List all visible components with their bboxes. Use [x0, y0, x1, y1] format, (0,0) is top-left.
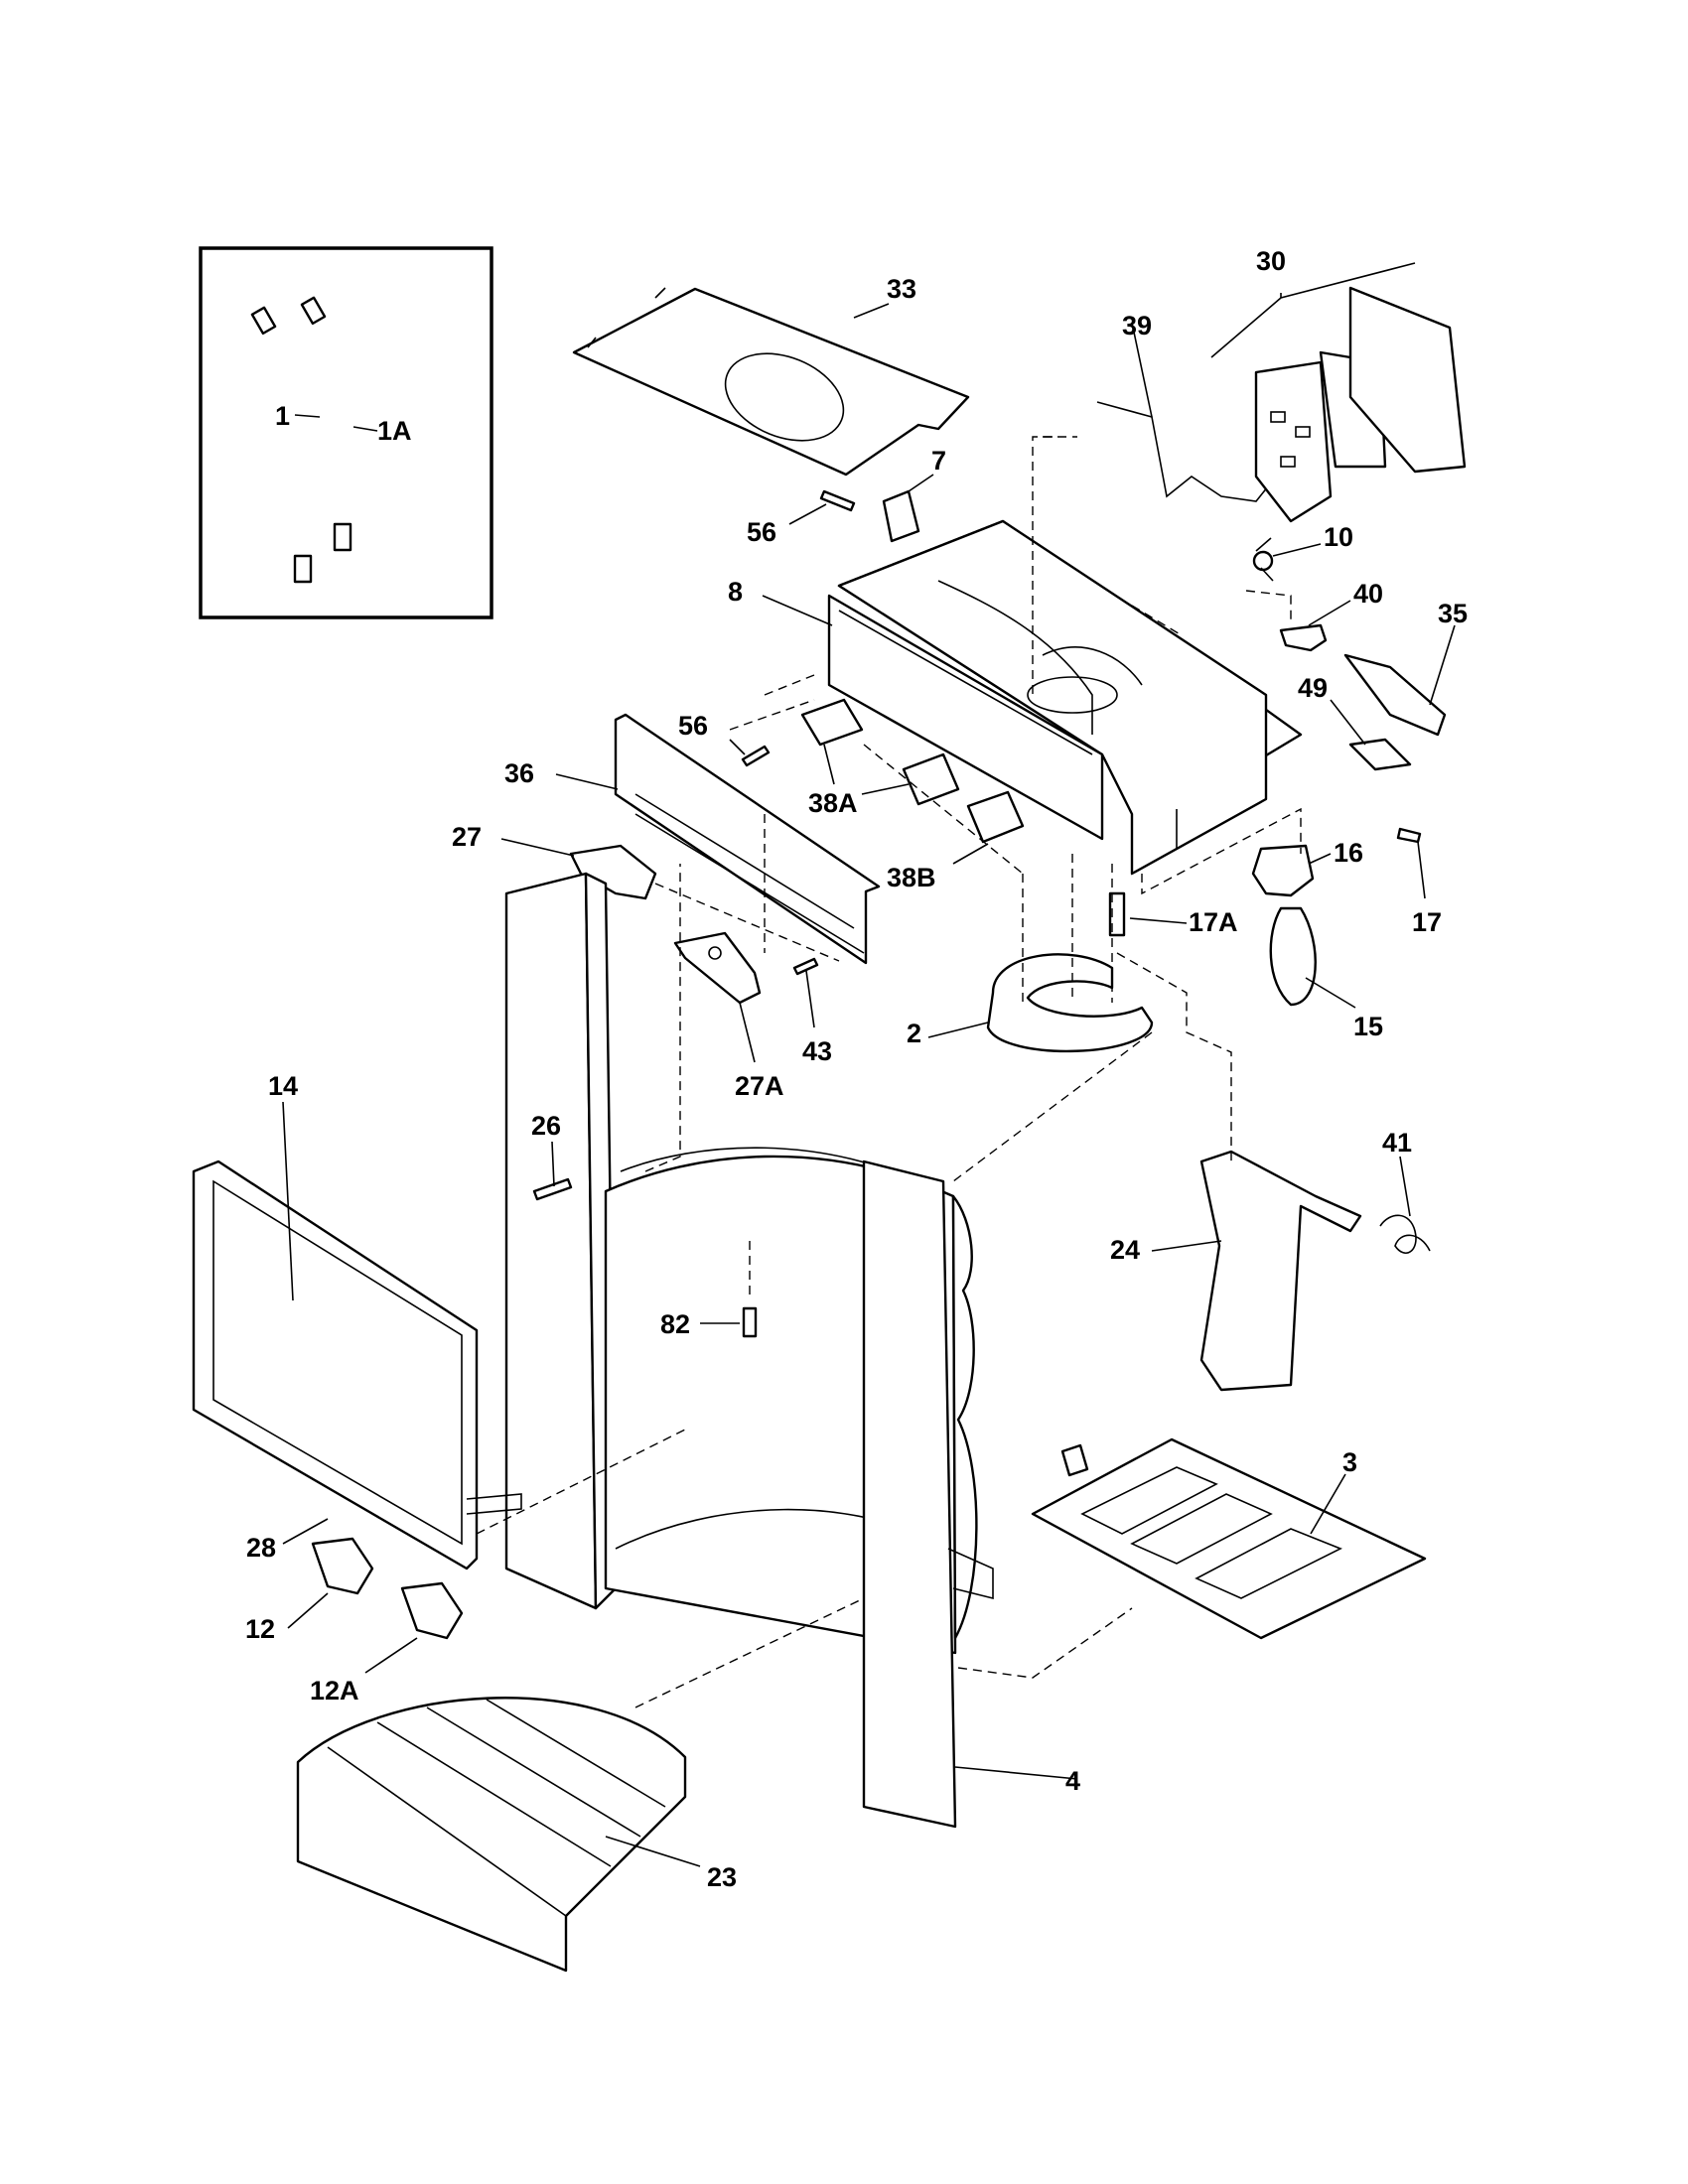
label-28: 28	[246, 1533, 276, 1563]
label-24: 24	[1110, 1235, 1140, 1265]
label-17A: 17A	[1189, 907, 1238, 937]
label-82: 82	[660, 1309, 690, 1339]
label-56-upper: 56	[747, 517, 776, 547]
screw-17	[1396, 827, 1426, 899]
part-16-lamp-socket	[1251, 844, 1332, 897]
label-43: 43	[802, 1036, 832, 1066]
screw-43	[792, 957, 819, 1028]
part-33-cover-plate	[572, 287, 970, 477]
screw-17A	[1108, 891, 1188, 937]
label-3: 3	[1342, 1447, 1357, 1477]
label-14: 14	[268, 1071, 298, 1101]
label-2: 2	[907, 1019, 921, 1048]
part-27-bracket	[500, 838, 657, 900]
assembly-lines	[476, 436, 1302, 1708]
switch-38A-upper	[800, 698, 864, 785]
label-35: 35	[1438, 599, 1468, 628]
part-10-spring	[1252, 537, 1322, 582]
screw-56-upper	[788, 489, 856, 525]
part-28-frame	[282, 1493, 522, 1545]
part-2-chute-ring	[927, 953, 1154, 1053]
part-49-clip	[1330, 699, 1412, 771]
part-23-grille	[296, 1697, 701, 1973]
label-27A: 27A	[735, 1071, 784, 1101]
label-56-lower: 56	[678, 711, 708, 741]
part-7-bracket	[882, 474, 934, 543]
label-8: 8	[728, 577, 743, 607]
part-12-hinge	[287, 1537, 374, 1629]
label-7: 7	[931, 446, 946, 476]
switch-38A-lower	[861, 752, 960, 806]
label-38B: 38B	[887, 863, 936, 892]
label-36: 36	[504, 758, 534, 788]
label-26: 26	[531, 1111, 561, 1141]
part-40-cam	[1279, 600, 1351, 652]
label-1: 1	[275, 401, 290, 431]
label-49: 49	[1298, 673, 1328, 703]
label-17: 17	[1412, 907, 1442, 937]
label-16: 16	[1334, 838, 1363, 868]
label-12: 12	[245, 1614, 275, 1644]
part-24-paddle	[1151, 1150, 1362, 1392]
part-12A-hinge	[364, 1581, 464, 1674]
label-38A: 38A	[808, 788, 858, 818]
inset-box	[199, 246, 493, 619]
label-40: 40	[1353, 579, 1383, 609]
callout-labels: 1 1A 33 30 39 7 56 10 8 40 35 49 56 36 3…	[245, 246, 1468, 1892]
part-39-wire-arm	[1096, 322, 1277, 502]
label-23: 23	[707, 1862, 737, 1892]
part-36-panel	[555, 713, 881, 965]
label-39: 39	[1122, 311, 1152, 341]
label-12A: 12A	[310, 1676, 359, 1706]
screw-56-lower	[729, 739, 771, 767]
screw-82	[700, 1306, 758, 1338]
part-4-cabinet	[504, 872, 1078, 1829]
switch-38B	[952, 790, 1025, 865]
label-33: 33	[887, 274, 916, 304]
label-30: 30	[1256, 246, 1286, 276]
part-8-dispenser-housing	[762, 519, 1303, 876]
part-35-solenoid	[1343, 624, 1456, 737]
label-15: 15	[1353, 1012, 1383, 1041]
label-10: 10	[1324, 522, 1353, 552]
water-tube-1A	[300, 296, 371, 552]
water-tube-1	[250, 306, 325, 584]
part-3-heater	[1031, 1437, 1427, 1640]
label-4: 4	[1065, 1766, 1080, 1796]
part-30-gear-set	[1210, 262, 1467, 523]
part-41-spring	[1379, 1156, 1431, 1254]
label-41: 41	[1382, 1128, 1412, 1158]
label-1A: 1A	[377, 416, 412, 446]
screw-26	[532, 1141, 573, 1201]
label-27: 27	[452, 822, 482, 852]
part-27A-lever	[673, 931, 762, 1063]
part-15-lamp	[1269, 906, 1356, 1009]
part-14-door-panel	[192, 1101, 479, 1570]
